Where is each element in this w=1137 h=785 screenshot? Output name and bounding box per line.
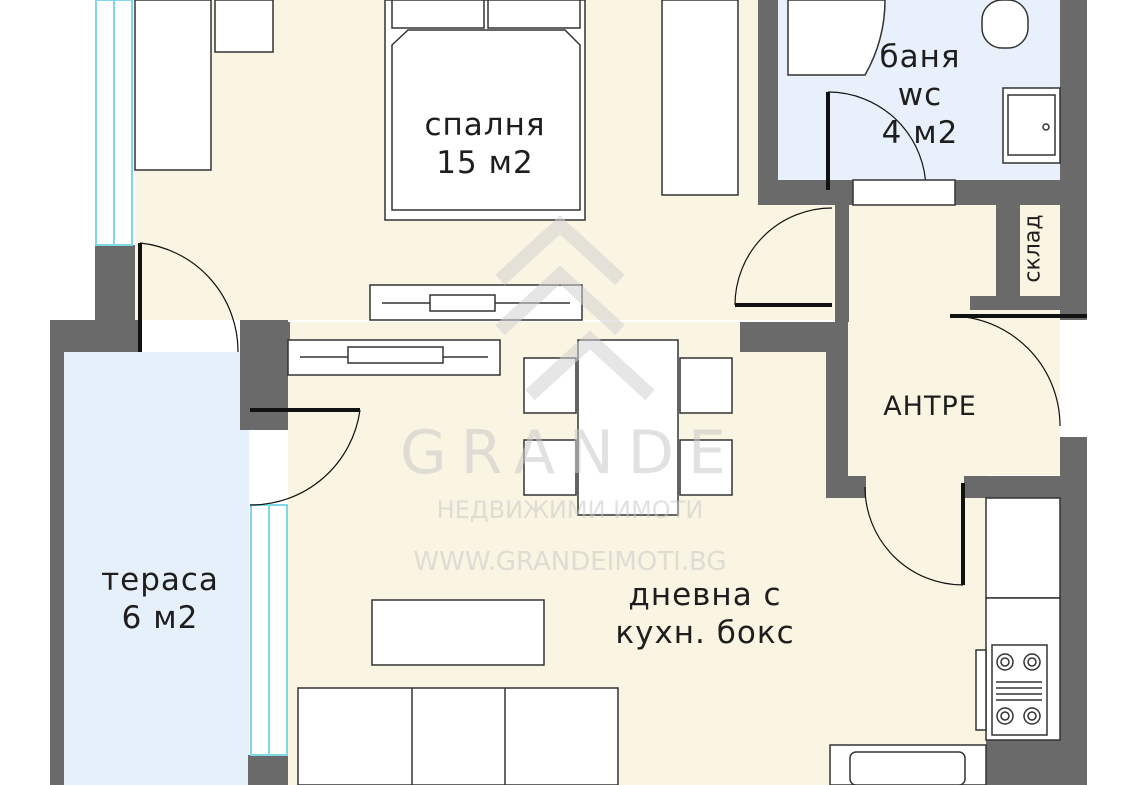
storage-label: склад xyxy=(1020,214,1046,283)
terrace-floor xyxy=(64,352,249,785)
living-name2: кухн. бокс xyxy=(615,615,795,651)
watermark-brand: GRANDE xyxy=(400,418,740,488)
bathroom-fixtures xyxy=(787,0,1061,164)
hall-wardrobe xyxy=(852,179,956,206)
living-name: дневна с xyxy=(628,577,782,613)
bedroom-wardrobe xyxy=(661,0,739,196)
bathroom-name: баня xyxy=(879,39,961,75)
hallway-label: АНТРЕ xyxy=(883,391,977,422)
bathroom-name2: wc xyxy=(897,77,943,113)
bedroom-name: спалня xyxy=(424,107,546,143)
watermark-tagline: НЕДВИЖИМИ ИМОТИ xyxy=(436,496,704,524)
bathroom-area: 4 м2 xyxy=(881,115,959,151)
bedroom-desk xyxy=(134,0,212,171)
kitchen-counter xyxy=(829,497,1061,785)
living-label: дневна с кухн. бокс xyxy=(570,576,840,652)
windows xyxy=(95,0,288,756)
hallway-floor xyxy=(848,205,1060,475)
doors xyxy=(138,92,1087,585)
terrace-area: 6 м2 xyxy=(121,600,199,636)
bedroom-shelf xyxy=(214,0,274,53)
watermark-logo-icon xyxy=(495,215,655,401)
bedroom-area: 15 м2 xyxy=(436,145,534,181)
coffee-table xyxy=(371,599,545,666)
terrace-name: тераса xyxy=(101,562,219,598)
watermark-url: WWW.GRANDEIMOTI.BG xyxy=(413,547,727,577)
bed xyxy=(384,0,586,221)
bedroom-label: спалня 15 м2 xyxy=(395,106,575,182)
bathroom-label: баня wc 4 м2 xyxy=(855,38,985,152)
door-swings xyxy=(139,91,1061,586)
terrace-label: тераса 6 м2 xyxy=(70,561,250,637)
sofa xyxy=(297,687,619,785)
dining-table xyxy=(523,339,733,516)
